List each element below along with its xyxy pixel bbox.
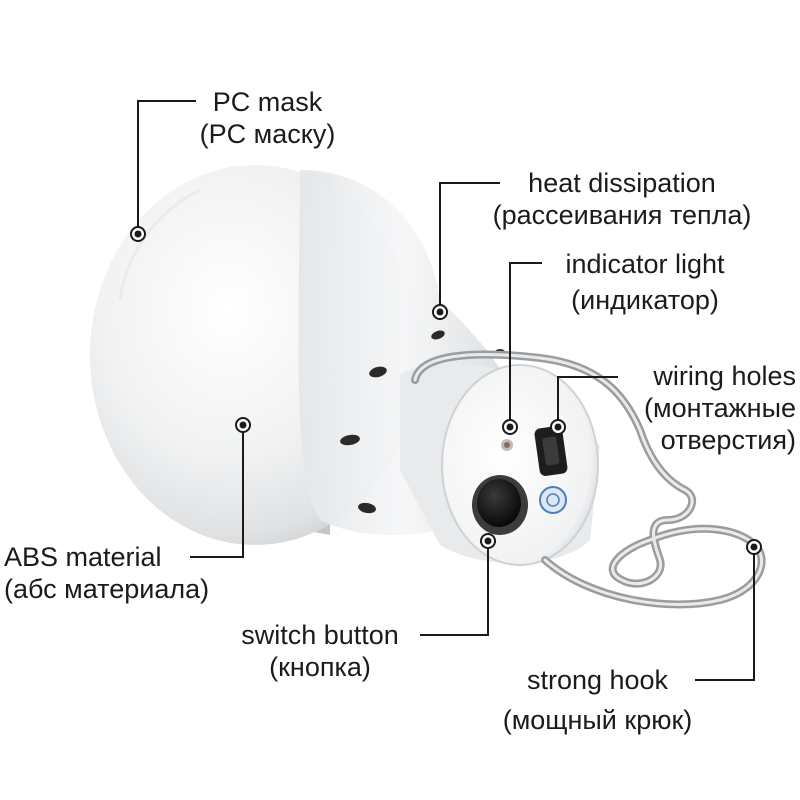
pc-mask-label-en: PC mask	[212, 87, 323, 117]
leader-wiring	[557, 376, 618, 427]
leader-pc-mask	[137, 100, 196, 234]
leader-lines	[137, 100, 755, 681]
leader-abs	[190, 425, 244, 558]
heat-dissipation-label-ru: (рассеивания тепла)	[492, 200, 752, 230]
wiring-holes-label: wiring holes (монтажные отверстия)	[612, 360, 796, 456]
leader-hook	[695, 547, 755, 681]
strong-hook-label-ru: (мощный крюк)	[502, 705, 693, 735]
switch-button-label-ru: (кнопка)	[269, 652, 371, 682]
indicator-light-label: indicator light (индикатор)	[540, 248, 750, 316]
callout-dot-icon	[432, 304, 448, 320]
callout-dots	[130, 226, 762, 555]
callout-dot-icon	[130, 226, 146, 242]
indicator-light-label-en: indicator light	[565, 249, 725, 279]
indicator-led	[501, 439, 513, 451]
usb-port	[534, 426, 568, 476]
abs-material-label-ru: (абс материала)	[4, 574, 210, 604]
strong-hook-label: strong hook (мощный крюк)	[480, 664, 715, 736]
dc-badge	[539, 486, 567, 514]
abs-material-label-en: ABS material	[4, 542, 162, 572]
callout-dot-icon	[550, 419, 566, 435]
wiring-holes-label-ru: (монтажные	[644, 393, 796, 423]
callout-dot-icon	[502, 419, 518, 435]
switch-button-label: switch button (кнопка)	[220, 619, 420, 683]
leader-heat	[439, 182, 500, 312]
wiring-holes-label-ru2: отверстия)	[660, 425, 796, 455]
heat-dissipation-label: heat dissipation (рассеивания тепла)	[466, 167, 778, 231]
callout-dot-icon	[480, 533, 496, 549]
leader-switch	[420, 541, 489, 636]
indicator-light-label-ru: (индикатор)	[571, 285, 719, 315]
abs-material-label: ABS material (абс материала)	[4, 541, 254, 605]
switch-button-shape	[472, 475, 528, 535]
leader-indicator	[509, 262, 542, 427]
pc-mask-label: PC mask (PC маску)	[190, 86, 345, 150]
wiring-holes-label-en: wiring holes	[653, 361, 796, 391]
heat-dissipation-label-en: heat dissipation	[528, 168, 716, 198]
callout-dot-icon	[746, 539, 762, 555]
strong-hook-label-en: strong hook	[526, 665, 669, 695]
pc-mask-label-ru: (PC маску)	[199, 119, 336, 149]
callout-dot-icon	[235, 417, 251, 433]
switch-button-label-en: switch button	[241, 620, 399, 650]
